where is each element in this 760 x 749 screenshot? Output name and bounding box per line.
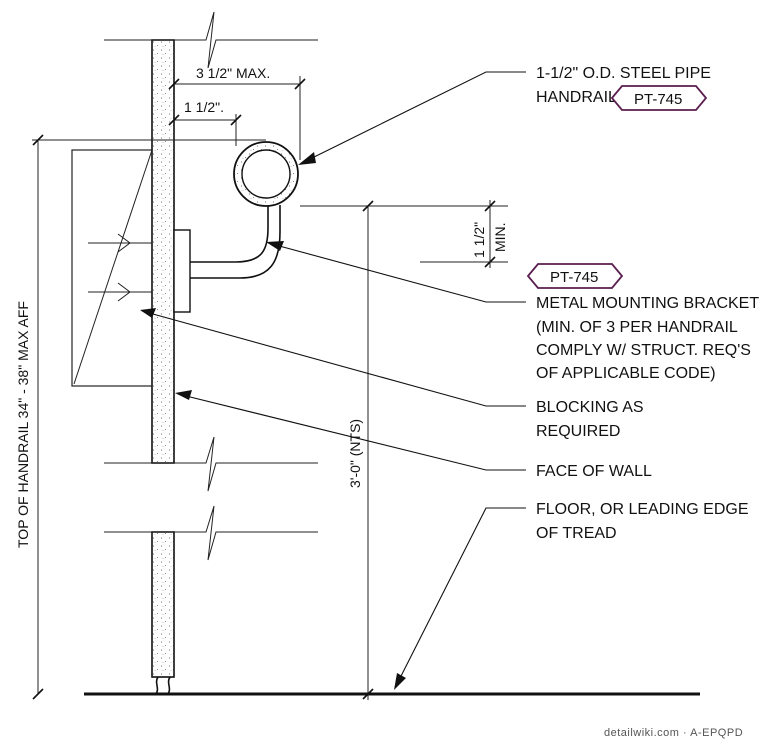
blocking-screw-top [88,233,152,253]
break-line-lower [104,505,318,561]
callout-floor: FLOOR, OR LEADING EDGE OF TREAD [536,501,748,542]
bracket-arm [190,205,281,279]
leader-pipe-arrow [298,152,316,165]
dimension-wall-height: 3'-0" (NTS) [347,200,374,700]
break-line-middle [104,436,318,492]
callout-bracket-line1: METAL MOUNTING BRACKET [536,295,759,312]
dimension-rail-height: TOP OF HANDRAIL 34" - 38" MAX AFF [15,134,266,700]
blocking-crossline [73,149,153,385]
wall-base-curl [155,676,171,695]
dim-min-gap-value: 1 1/2" [471,222,487,258]
dimension-min-gap: 1 1/2" MIN. [300,200,508,268]
tag-pipe[interactable]: PT-745 [610,85,708,111]
callout-bracket-line3: COMPLY W/ STRUCT. REQ'S [536,342,751,359]
mounting-bracket [173,205,281,313]
break-line-top [104,11,318,69]
leader-bracket-arrow [266,241,284,251]
dimension-max-projection: 3 1/2" MAX. [168,65,306,160]
leader-face-of-wall [177,393,526,471]
leader-face-arrow [175,390,192,400]
watermark: detailwiki.com · A-EPQPD [604,727,743,739]
wall [151,39,175,695]
steel-pipe-handrail [233,141,299,207]
wall-upper-segment [151,39,175,464]
callout-bracket-line4: OF APPLICABLE CODE) [536,365,716,382]
break-lines [104,11,318,561]
leader-blocking-arrow [140,308,156,318]
callout-floor-line2: OF TREAD [536,525,617,542]
wall-lower-segment [151,531,175,678]
bracket-plate [173,229,191,313]
callout-floor-line1: FLOOR, OR LEADING EDGE [536,501,748,518]
callout-pipe: 1-1/2" O.D. STEEL PIPE HANDRAIL [536,65,711,106]
blocking-screw-bottom [88,282,152,302]
callout-bracket-line2: (MIN. OF 3 PER HANDRAIL [536,319,738,336]
dim-max-projection-text: 3 1/2" MAX. [196,65,270,81]
callout-pipe-line1: 1-1/2" O.D. STEEL PIPE [536,65,711,82]
leader-bracket [271,243,526,303]
leaders [140,71,526,690]
dimension-clearance: 1 1/2". [168,99,242,146]
callout-blocking: BLOCKING AS REQUIRED [536,399,644,440]
dim-wall-height-text: 3'-0" (NTS) [347,419,363,488]
dim-min-gap-label: MIN. [492,222,508,252]
callout-blocking-line2: REQUIRED [536,423,620,440]
dim-clearance-text: 1 1/2". [184,99,224,115]
pipe-inner [241,149,291,199]
tag-pipe-text: PT-745 [634,91,682,108]
blocking-block [71,149,153,387]
callout-pipe-line2: HANDRAIL [536,89,617,106]
callout-blocking-line1: BLOCKING AS [536,399,644,416]
leader-pipe [303,71,526,163]
blocking [71,149,153,387]
leader-floor-arrow [394,673,406,690]
dim-rail-height-text: TOP OF HANDRAIL 34" - 38" MAX AFF [15,301,31,548]
leader-floor [395,507,526,687]
tag-pipe-outline [610,85,708,111]
callout-face-of-wall: FACE OF WALL [536,463,652,480]
tag-bracket[interactable]: PT-745 [526,263,624,289]
tag-bracket-text: PT-745 [550,269,598,286]
leader-blocking [141,310,526,407]
tag-bracket-outline [526,263,624,289]
callout-bracket: METAL MOUNTING BRACKET (MIN. OF 3 PER HA… [536,295,759,382]
